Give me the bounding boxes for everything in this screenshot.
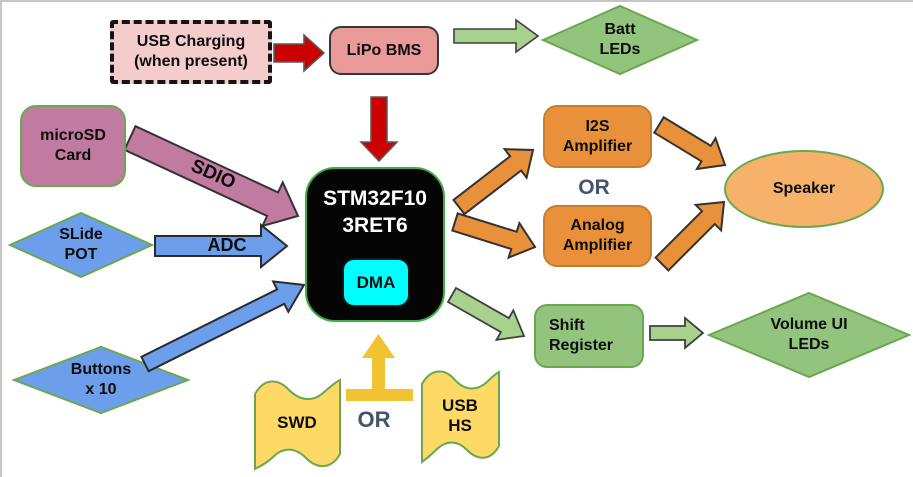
- usb-hs-label-line2: HS: [448, 416, 472, 435]
- usb-charging-label-line1: USB Charging: [136, 33, 246, 50]
- buttons-node: Buttons x 10: [51, 356, 151, 404]
- batt-leds-diamond: [540, 4, 700, 76]
- analog-amplifier-label-line1: Analog: [570, 217, 625, 234]
- arrow-mcu-to-analog-amplifier: [451, 212, 537, 260]
- adc-connector-label: ADC: [207, 235, 247, 255]
- dma-node: DMA: [342, 258, 410, 307]
- arrow-shift-register-to-volume-leds: [649, 316, 705, 350]
- lipo-bms-node: LiPo BMS: [329, 26, 439, 75]
- shift-register-label-line2: Register: [549, 337, 614, 354]
- slide-pot-node: SLide POT: [31, 221, 131, 269]
- buttons-label-line2: x 10: [85, 381, 117, 398]
- or-debug-label: OR: [357, 407, 391, 432]
- microsd-card-node: microSD Card: [20, 105, 126, 187]
- i2s-amplifier-label-line2: Amplifier: [562, 137, 633, 155]
- or-amplifier-label: OR: [578, 176, 610, 199]
- shift-register-node: Shift Register: [534, 304, 644, 368]
- arrow-mcu-to-i2s-amplifier: [452, 148, 535, 216]
- arrow-adc-slide-pot-to-mcu: [154, 222, 289, 270]
- usb-hs-node: USB HS: [430, 392, 490, 440]
- arrow-sdio-microsd-to-mcu: [123, 124, 300, 228]
- speaker-node: Speaker: [724, 150, 884, 228]
- arrow-lipo-bms-to-batt-leds: [453, 18, 540, 54]
- usb-hs-label-line1: USB: [442, 396, 478, 415]
- swd-node: SWD: [265, 410, 329, 436]
- analog-amplifier-node: Analog Amplifier: [543, 205, 652, 267]
- volume-ui-leds-diamond: [706, 291, 912, 379]
- arrow-i2s-amplifier-to-speaker: [652, 115, 727, 171]
- i2s-amplifier-label-line1: I2S: [585, 117, 610, 135]
- volume-ui-leds-label-line2: LEDs: [788, 336, 830, 353]
- swd-tape-shape: [254, 378, 341, 471]
- arrow-debug-to-mcu: [346, 334, 413, 401]
- volume-ui-leds-node: Volume UI LEDs: [739, 311, 879, 359]
- buttons-label-line1: Buttons: [70, 361, 132, 378]
- batt-leds-label-line2: LEDs: [599, 41, 641, 58]
- microsd-label-line2: Card: [54, 147, 92, 164]
- microsd-label-line1: microSD: [40, 127, 106, 144]
- swd-label: SWD: [277, 413, 317, 432]
- arrow-mcu-to-shift-register: [446, 286, 526, 342]
- volume-ui-leds-label-line1: Volume UI: [770, 316, 848, 333]
- dma-label: DMA: [356, 272, 396, 292]
- arrow-lipo-bms-to-mcu: [359, 96, 399, 163]
- arrow-usb-charging-to-lipo-bms: [273, 33, 326, 73]
- mcu-label-line1: STM32F10: [323, 187, 427, 210]
- usb-charging-node: USB Charging (when present): [110, 20, 272, 84]
- batt-leds-label-line1: Batt: [604, 21, 636, 38]
- slide-pot-label-line2: POT: [64, 246, 98, 263]
- speaker-label: Speaker: [772, 180, 836, 197]
- mcu-label-line2: 3RET6: [342, 214, 408, 237]
- lipo-bms-label: LiPo BMS: [346, 41, 422, 59]
- slide-pot-label-line1: SLide: [59, 226, 103, 243]
- analog-amplifier-label-line2: Amplifier: [562, 237, 633, 254]
- i2s-amplifier-node: I2S Amplifier: [543, 105, 652, 168]
- shift-register-label-line1: Shift: [549, 317, 585, 334]
- slide-pot-diamond: [7, 211, 155, 279]
- usb-charging-label-line2: (when present): [134, 53, 248, 70]
- batt-leds-node: Batt LEDs: [570, 16, 670, 64]
- usb-hs-tape-shape: [421, 370, 500, 465]
- arrow-analog-amplifier-to-speaker: [654, 200, 726, 272]
- arrow-buttons-to-mcu: [140, 280, 306, 373]
